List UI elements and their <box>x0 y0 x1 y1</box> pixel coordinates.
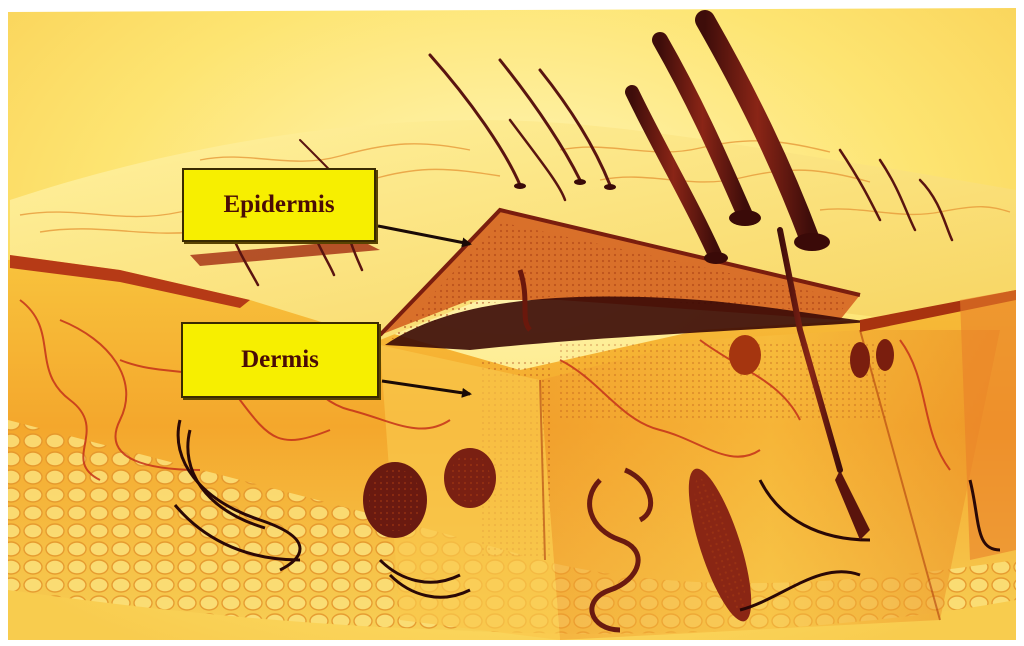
dermis-label-text: Dermis <box>241 346 319 374</box>
epidermis-label-text: Epidermis <box>223 191 334 219</box>
dermis-label: Dermis <box>181 322 379 398</box>
epidermis-label: Epidermis <box>182 168 376 242</box>
